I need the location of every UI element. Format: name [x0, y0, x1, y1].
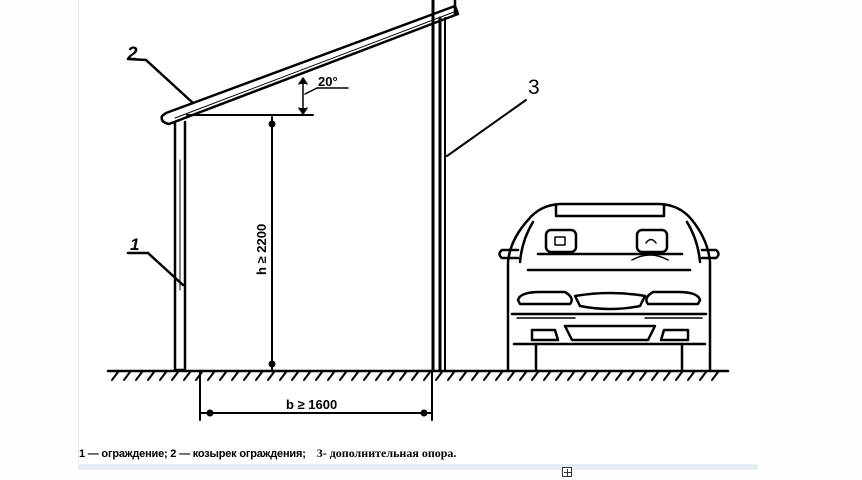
image-resize-handle-icon[interactable] — [562, 467, 572, 477]
width-label: b ≥ 1600 — [286, 397, 337, 412]
callout-label-2: 2 — [126, 44, 138, 65]
image-frame-bottom-border — [78, 464, 758, 470]
callout-label-1: 1 — [130, 235, 139, 254]
fence-post — [173, 120, 187, 372]
image-frame[interactable] — [78, 0, 759, 469]
canopy-bar — [160, 4, 460, 126]
callout-leader-1 — [126, 251, 185, 287]
callout-label-3: 3 — [528, 76, 540, 99]
angle-label: 20° — [318, 74, 338, 89]
additional-support-post — [431, 0, 457, 372]
height-label: h ≥ 2200 — [254, 224, 269, 275]
callout-leader-3 — [446, 99, 527, 157]
callout-leader-2 — [126, 57, 195, 105]
height-dimension — [268, 116, 276, 371]
car-front-view — [498, 202, 720, 372]
caption-legend-1-2: 1 — ограждение; 2 — козырек ограждения; — [79, 448, 306, 460]
figure-caption: 1 — ограждение; 2 — козырек ограждения; … — [79, 446, 456, 461]
caption-legend-3: 3- дополнительная опора. — [316, 446, 457, 460]
width-dimension — [199, 371, 433, 421]
angle-dimension — [298, 77, 349, 115]
